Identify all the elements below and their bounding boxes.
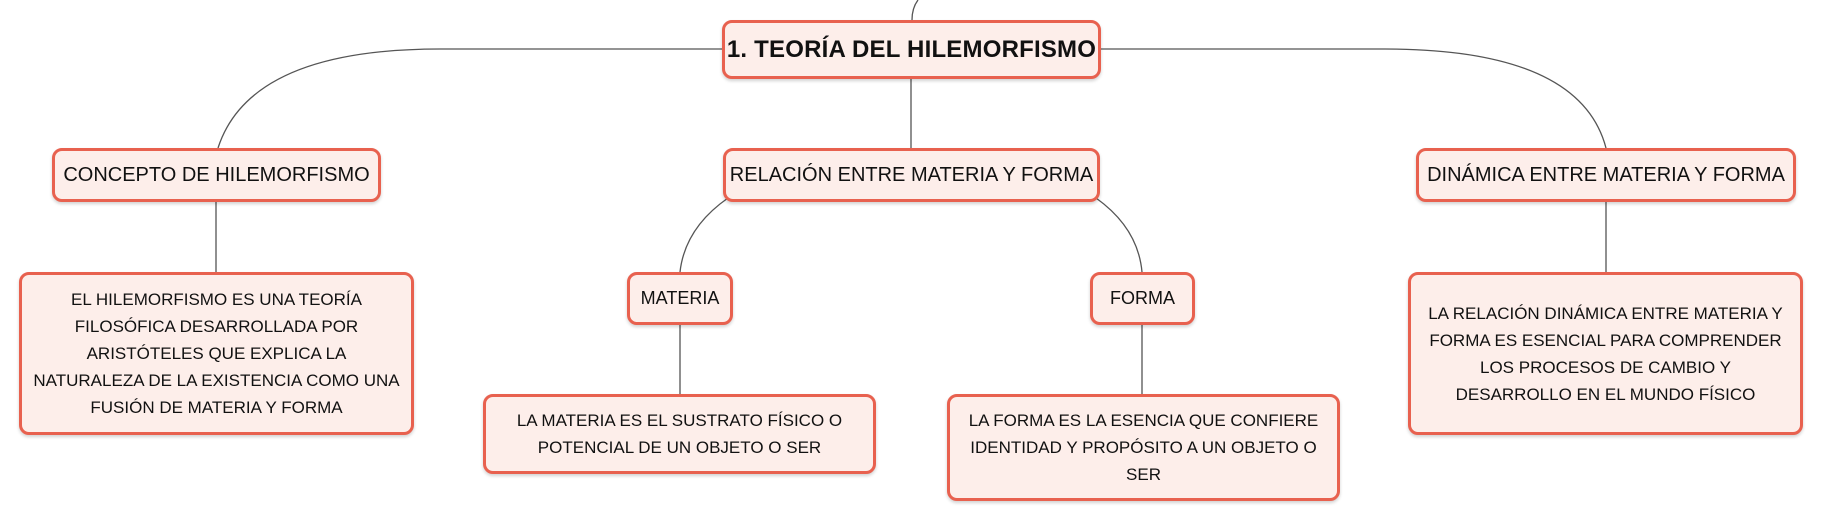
connector-root-parent xyxy=(911,0,919,21)
connector-root-dinamica xyxy=(1100,48,1607,149)
detail-text-materia: LA MATERIA ES EL SUSTRATO FÍSICO O POTEN… xyxy=(516,411,843,457)
detail-text-concepto: EL HILEMORFISMO ES UNA TEORÍA FILOSÓFICA… xyxy=(33,290,400,417)
branch-label-concepto: CONCEPTO DE HILEMORFISMO xyxy=(63,163,370,186)
branch-node-concepto[interactable]: CONCEPTO DE HILEMORFISMO xyxy=(52,148,381,202)
sub-node-forma[interactable]: FORMA xyxy=(1090,272,1195,325)
sub-label-forma: FORMA xyxy=(1110,288,1175,308)
connector-relacion-materia xyxy=(679,197,729,273)
detail-node-materia[interactable]: LA MATERIA ES EL SUSTRATO FÍSICO O POTEN… xyxy=(483,394,876,474)
detail-node-concepto[interactable]: EL HILEMORFISMO ES UNA TEORÍA FILOSÓFICA… xyxy=(19,272,414,435)
detail-text-dinamica: LA RELACIÓN DINÁMICA ENTRE MATERIA Y FOR… xyxy=(1428,303,1783,404)
branch-node-relacion[interactable]: RELACIÓN ENTRE MATERIA Y FORMA xyxy=(723,148,1100,202)
connector-root-concepto xyxy=(217,48,722,149)
detail-node-forma[interactable]: LA FORMA ES LA ESENCIA QUE CONFIERE IDEN… xyxy=(947,394,1340,501)
root-label: 1. TEORÍA DEL HILEMORFISMO xyxy=(726,35,1097,63)
connector-relacion-forma xyxy=(1095,197,1143,273)
root-node[interactable]: 1. TEORÍA DEL HILEMORFISMO xyxy=(722,20,1101,79)
branch-node-dinamica[interactable]: DINÁMICA ENTRE MATERIA Y FORMA xyxy=(1416,148,1796,202)
sub-node-materia[interactable]: MATERIA xyxy=(627,272,733,325)
branch-label-relacion: RELACIÓN ENTRE MATERIA Y FORMA xyxy=(729,163,1094,186)
sub-label-materia: MATERIA xyxy=(640,288,720,308)
detail-node-dinamica[interactable]: LA RELACIÓN DINÁMICA ENTRE MATERIA Y FOR… xyxy=(1408,272,1803,435)
detail-text-forma: LA FORMA ES LA ESENCIA QUE CONFIERE IDEN… xyxy=(968,411,1319,484)
branch-label-dinamica: DINÁMICA ENTRE MATERIA Y FORMA xyxy=(1427,163,1785,186)
